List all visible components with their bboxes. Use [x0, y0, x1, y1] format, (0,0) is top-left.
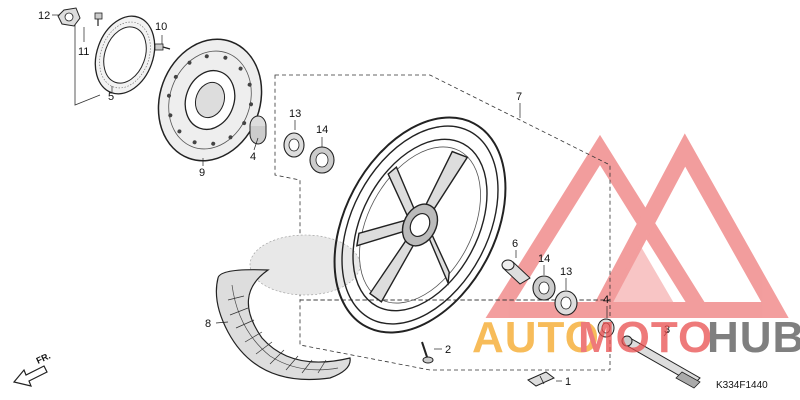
nut	[57, 7, 81, 27]
front-axle	[621, 335, 701, 389]
brake-disk	[157, 38, 263, 162]
hub-parts-bracket	[74, 20, 101, 106]
callout-5: 5	[108, 91, 114, 103]
diagram-code: K334F1440	[716, 380, 768, 391]
side-collar-right	[597, 318, 615, 338]
pulser-ring	[94, 15, 156, 95]
bearing-left	[283, 132, 305, 158]
callout-3: 3	[664, 324, 670, 336]
callout-13-left: 13	[289, 108, 301, 120]
direction-label: FR.	[35, 351, 52, 366]
callout-14-left: 14	[316, 124, 328, 136]
callout-7: 7	[516, 91, 522, 103]
callouts: 1 2 3 4 4 5 6 7 8 9 10 11 12 13 13 14 14	[38, 10, 670, 388]
watermark-logo	[485, 133, 789, 318]
watermark-text: AUTO MOTO HUB	[472, 313, 800, 362]
disk-bolt-small	[94, 12, 103, 26]
callout-8: 8	[205, 318, 211, 330]
callout-4-right: 4	[603, 294, 609, 306]
callout-9: 9	[199, 167, 205, 179]
callout-4-left: 4	[250, 151, 256, 163]
callout-12: 12	[38, 10, 50, 22]
dust-seal-right	[532, 275, 556, 301]
leader-lines	[52, 14, 669, 382]
bearing-right	[554, 290, 578, 316]
callout-14-right: 14	[538, 253, 550, 265]
watermark-text-moto: MOTO	[578, 313, 713, 362]
dust-seal-left	[309, 146, 335, 174]
balance-weight	[527, 371, 555, 387]
watermark-triangle-right	[586, 133, 789, 318]
wheel-rim	[333, 116, 507, 334]
watermark-text-hub: HUB	[707, 313, 800, 362]
side-collar-left	[249, 115, 267, 145]
watermark-triangle-inner	[605, 245, 675, 305]
callout-6: 6	[512, 238, 518, 250]
watermark-text-auto: AUTO	[472, 313, 600, 362]
tire-valve	[421, 341, 434, 364]
callout-13-right: 13	[560, 266, 572, 278]
callout-10: 10	[155, 21, 167, 33]
callout-1: 1	[565, 376, 571, 388]
arrow-icon	[12, 365, 48, 387]
callout-2: 2	[445, 344, 451, 356]
assembly-outline	[274, 74, 611, 371]
disk-bolt	[154, 43, 171, 51]
rim-band	[215, 269, 351, 381]
callout-11: 11	[78, 46, 89, 58]
front-direction-indicator: FR.	[12, 351, 52, 387]
distance-collar	[501, 259, 531, 285]
